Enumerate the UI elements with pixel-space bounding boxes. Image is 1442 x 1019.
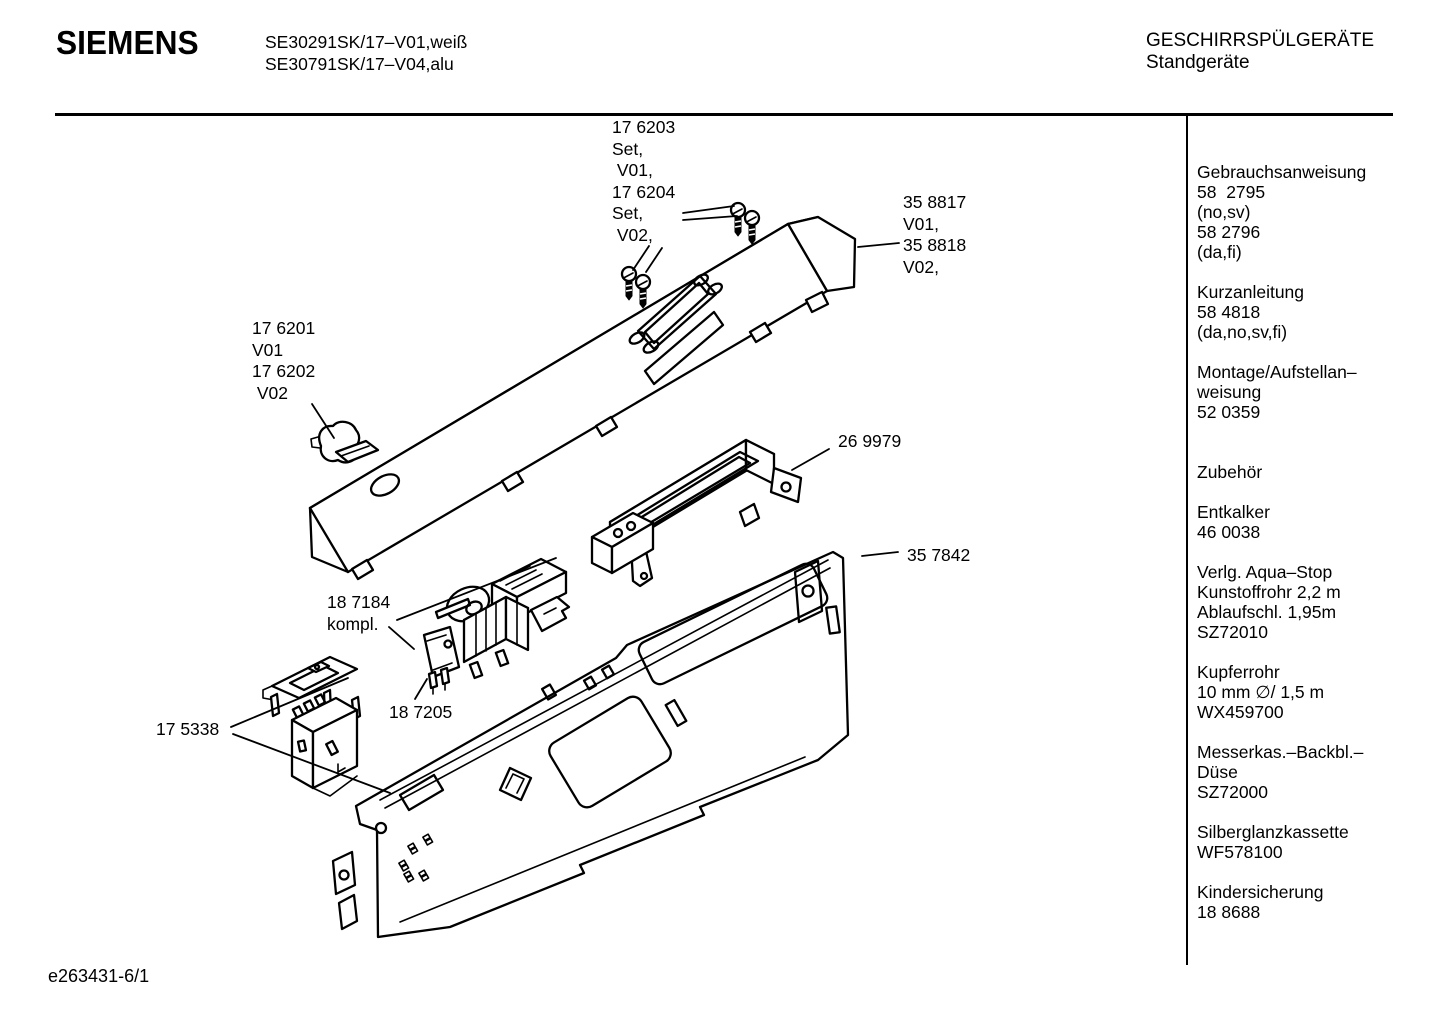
part-label-line: 17 6204 xyxy=(612,181,676,202)
sidebar-line: Montage/Aufstellan– xyxy=(1197,362,1357,382)
sidebar-line xyxy=(1197,862,1366,882)
part-label-175338: 17 5338 xyxy=(156,719,219,741)
part-label-line: 17 5338 xyxy=(156,719,220,739)
fascia-panel-drawing xyxy=(308,215,857,581)
sidebar-line xyxy=(1197,442,1366,462)
sidebar-line: 52 0359 xyxy=(1197,402,1261,422)
part-label-line: 18 7205 xyxy=(389,702,453,722)
part-label-357842: 35 7842 xyxy=(907,545,970,567)
sidebar-line: 58 4818 xyxy=(1197,302,1261,322)
category-title: GESCHIRRSPÜLGERÄTE xyxy=(1146,30,1375,51)
part-label-line: Set, xyxy=(612,203,644,223)
sidebar-divider xyxy=(1186,116,1188,965)
sidebar-line: 10 mm ∅/ 1,5 m xyxy=(1197,682,1325,702)
model-codes: SE30291SK/17–V01,weiß SE30791SK/17–V04,a… xyxy=(265,31,467,75)
screw-icon xyxy=(729,201,747,237)
sidebar-line xyxy=(1197,482,1366,502)
mounting-panel-drawing xyxy=(331,550,850,939)
screw-icon xyxy=(620,265,638,301)
sidebar-line: WX459700 xyxy=(1197,702,1284,722)
part-label-line: 26 9979 xyxy=(838,431,902,451)
sidebar-line: weisung xyxy=(1197,382,1262,402)
document-number: e263431-6/1 xyxy=(48,966,150,986)
part-label-line: 18 7184 xyxy=(327,592,391,612)
part-label-line: V02, xyxy=(612,224,653,245)
part-label-line: V02, xyxy=(903,256,939,277)
sidebar-line: Messerkas.–Backbl.– xyxy=(1197,742,1364,762)
bracket-switch-drawing xyxy=(262,655,362,797)
part-label-line: V01 xyxy=(252,339,284,360)
sidebar-line xyxy=(1197,722,1366,742)
sidebar-line: Kunstoffrohr 2,2 m xyxy=(1197,582,1341,602)
sidebar-line: Ablaufschl. 1,95m xyxy=(1197,602,1337,622)
sidebar-line: SZ72000 xyxy=(1197,782,1269,802)
sidebar-line: (no,sv) xyxy=(1197,202,1251,222)
sidebar-line: Zubehör xyxy=(1197,462,1263,482)
part-label-line: 35 8817 xyxy=(903,192,967,212)
category-subtitle: Standgeräte xyxy=(1146,52,1250,73)
header-divider xyxy=(55,113,1393,116)
sidebar-line: Kindersicherung xyxy=(1197,882,1324,902)
clamp-clip-drawing xyxy=(310,420,380,464)
leader-lines xyxy=(230,205,900,794)
part-label-line: V01, xyxy=(612,160,653,180)
part-label-line: 35 7842 xyxy=(907,545,971,565)
sidebar-line: Kurzanleitung xyxy=(1197,282,1305,302)
category-header: GESCHIRRSPÜLGERÄTE Standgeräte xyxy=(1146,30,1374,74)
sidebar-line: 58 2796 xyxy=(1197,222,1261,242)
part-label-line: V02 xyxy=(252,382,288,403)
model-line-1: SE30291SK/17–V01,weiß xyxy=(265,32,468,52)
sidebar-line: WF578100 xyxy=(1197,842,1283,862)
micro-switch-drawing xyxy=(422,625,461,695)
part-label-line: 17 6203 xyxy=(612,117,676,137)
sidebar-line: Gebrauchsanweisung xyxy=(1197,162,1367,182)
sidebar-line: Kupferrohr xyxy=(1197,662,1280,682)
sidebar-line: 58 2795 xyxy=(1197,182,1266,202)
screw-icon xyxy=(743,209,761,245)
sidebar-line: 46 0038 xyxy=(1197,522,1261,542)
sidebar-line: 18 8688 xyxy=(1197,902,1261,922)
part-label-line: 35 8818 xyxy=(903,235,967,255)
sidebar-line: Entkalker xyxy=(1197,502,1270,522)
sidebar-line: (da,fi) xyxy=(1197,242,1242,262)
sidebar-line xyxy=(1197,642,1366,662)
sidebar-line xyxy=(1197,802,1366,822)
screw-set-drawing xyxy=(620,201,761,309)
sidebar-line: Düse xyxy=(1197,762,1238,782)
part-label-269979: 26 9979 xyxy=(838,431,901,453)
sidebar-line: (da,no,sv,fi) xyxy=(1197,322,1288,342)
sidebar-line: Silberglanzkassette xyxy=(1197,822,1349,842)
part-label-line: 17 6202 xyxy=(252,361,316,381)
switch-assembly-drawing xyxy=(434,557,571,680)
part-label-line: V01, xyxy=(903,213,939,234)
display-module-drawing xyxy=(590,438,803,588)
screw-icon xyxy=(634,273,652,309)
part-label-line: Set, xyxy=(612,138,644,159)
sidebar-line xyxy=(1197,542,1366,562)
part-label-line: kompl. xyxy=(327,613,379,634)
sidebar-line xyxy=(1197,422,1366,442)
sidebar-line xyxy=(1197,342,1366,362)
sidebar-line: Verlg. Aqua–Stop xyxy=(1197,562,1333,582)
model-line-2: SE30791SK/17–V04,alu xyxy=(265,54,454,74)
sidebar-line: SZ72010 xyxy=(1197,622,1269,642)
siemens-logo: SIEMENS xyxy=(56,24,199,61)
connector-marks xyxy=(398,833,434,883)
sidebar-line xyxy=(1197,262,1366,282)
part-label-line: 17 6201 xyxy=(252,318,316,338)
part-label-187205: 18 7205 xyxy=(389,702,452,724)
